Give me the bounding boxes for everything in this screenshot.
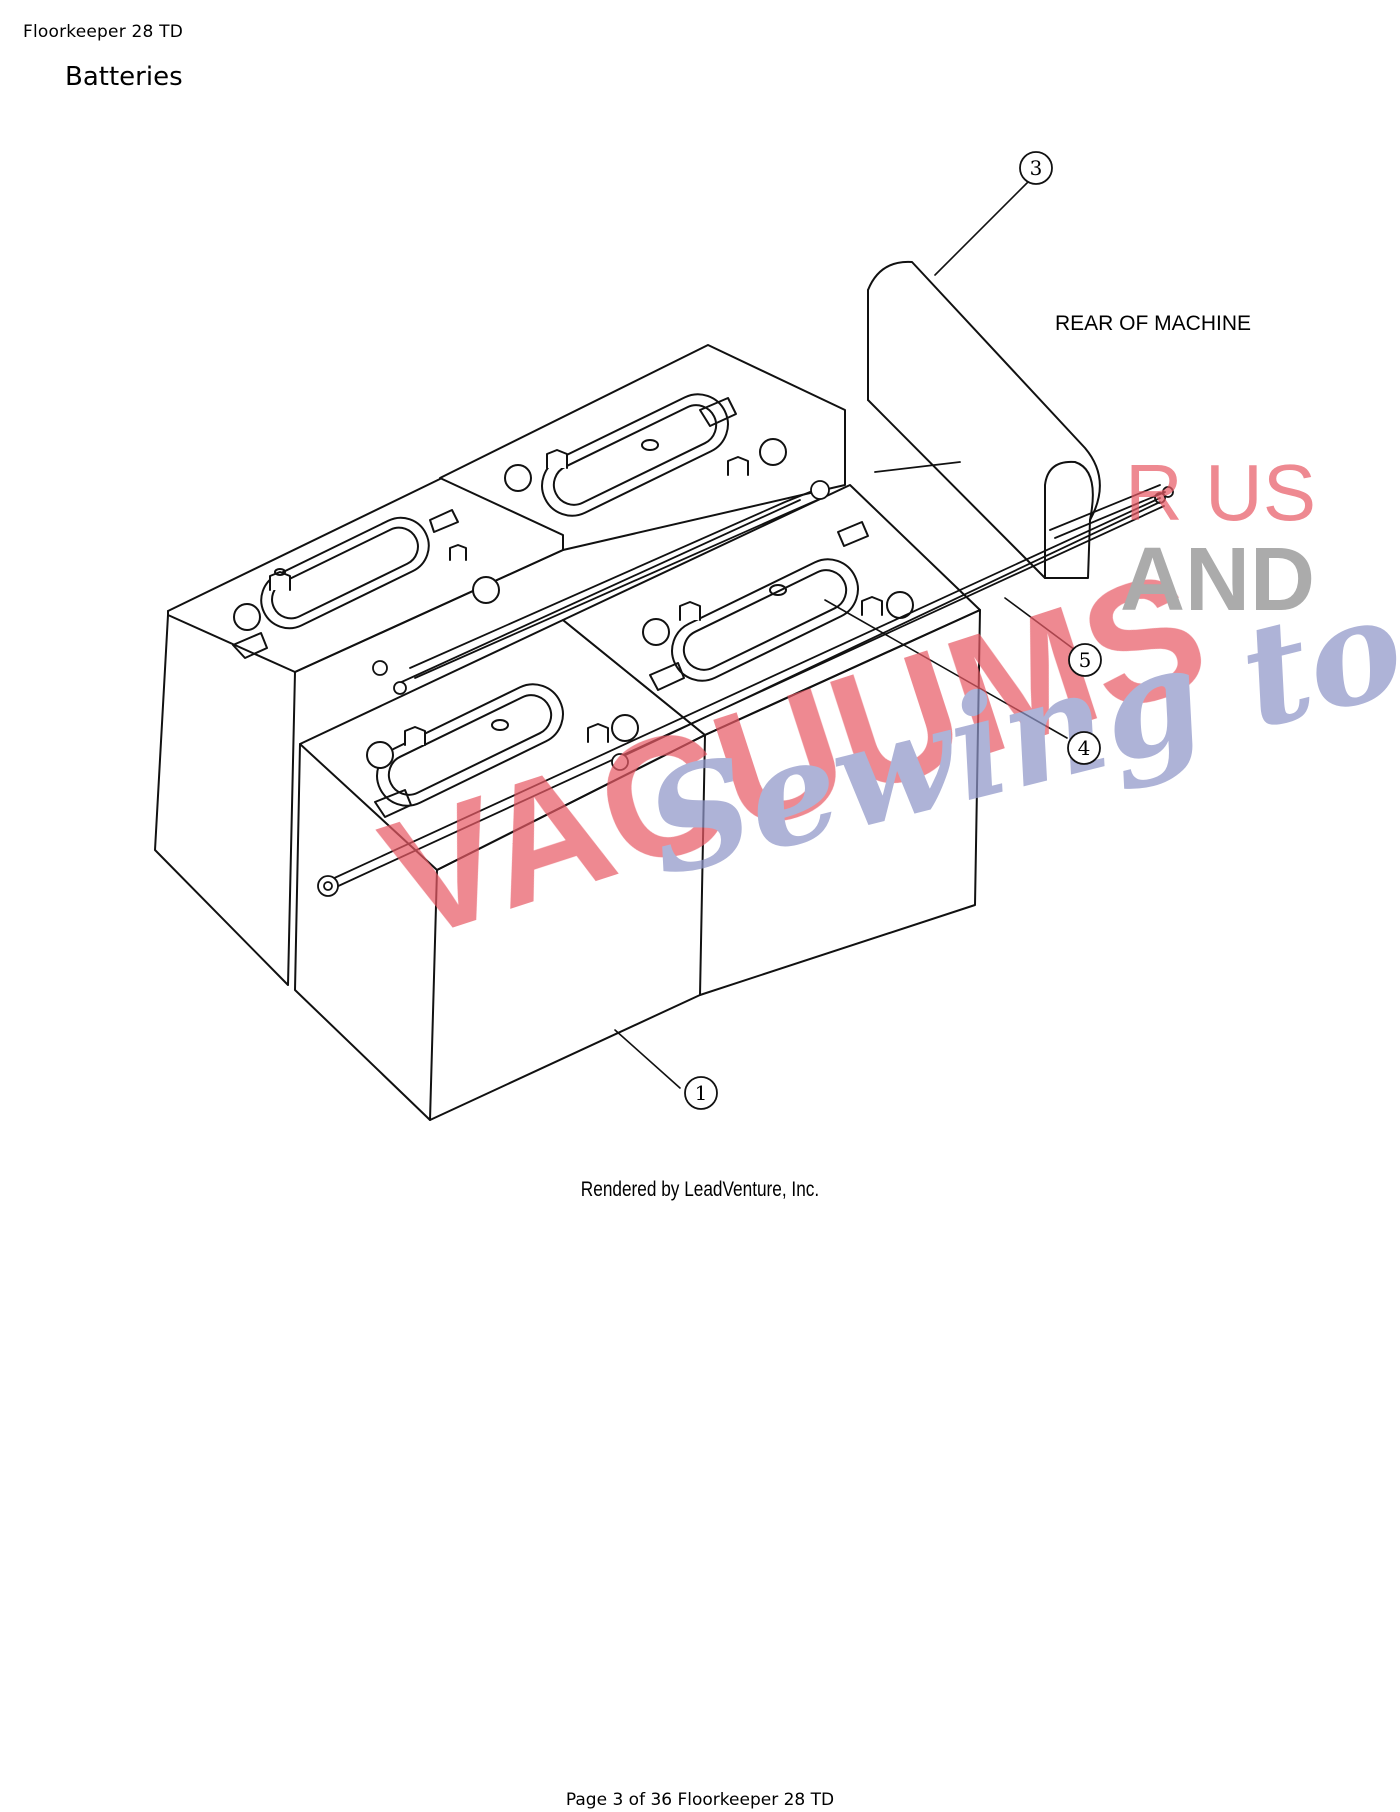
svg-text:1: 1 bbox=[695, 1081, 708, 1105]
svg-text:4: 4 bbox=[1078, 736, 1091, 760]
svg-text:5: 5 bbox=[1079, 648, 1092, 672]
battery-cables bbox=[317, 461, 1174, 897]
rear-bracket bbox=[867, 260, 1101, 579]
watermark-line2b: AND bbox=[1120, 530, 1315, 630]
battery-back-right bbox=[439, 344, 846, 551]
callout-1: 1 bbox=[684, 1076, 718, 1110]
page-footer: Page 3 of 36 Floorkeeper 28 TD bbox=[565, 1790, 835, 1810]
callout-leaders bbox=[614, 179, 1076, 1089]
page-title: Batteries bbox=[65, 62, 183, 92]
svg-text:3: 3 bbox=[1030, 156, 1043, 180]
callout-4: 4 bbox=[1067, 731, 1101, 765]
battery-front-left bbox=[294, 619, 706, 1121]
diagram-credit: Rendered by LeadVenture, Inc. bbox=[580, 1178, 820, 1201]
callout-3: 3 bbox=[1019, 151, 1053, 185]
watermark-line2a: R US bbox=[1125, 448, 1316, 537]
callout-5: 5 bbox=[1068, 643, 1102, 677]
battery-back-left bbox=[154, 477, 564, 986]
document-header: Floorkeeper 28 TD bbox=[23, 22, 184, 42]
rear-of-machine-label: REAR OF MACHINE bbox=[1055, 312, 1251, 335]
